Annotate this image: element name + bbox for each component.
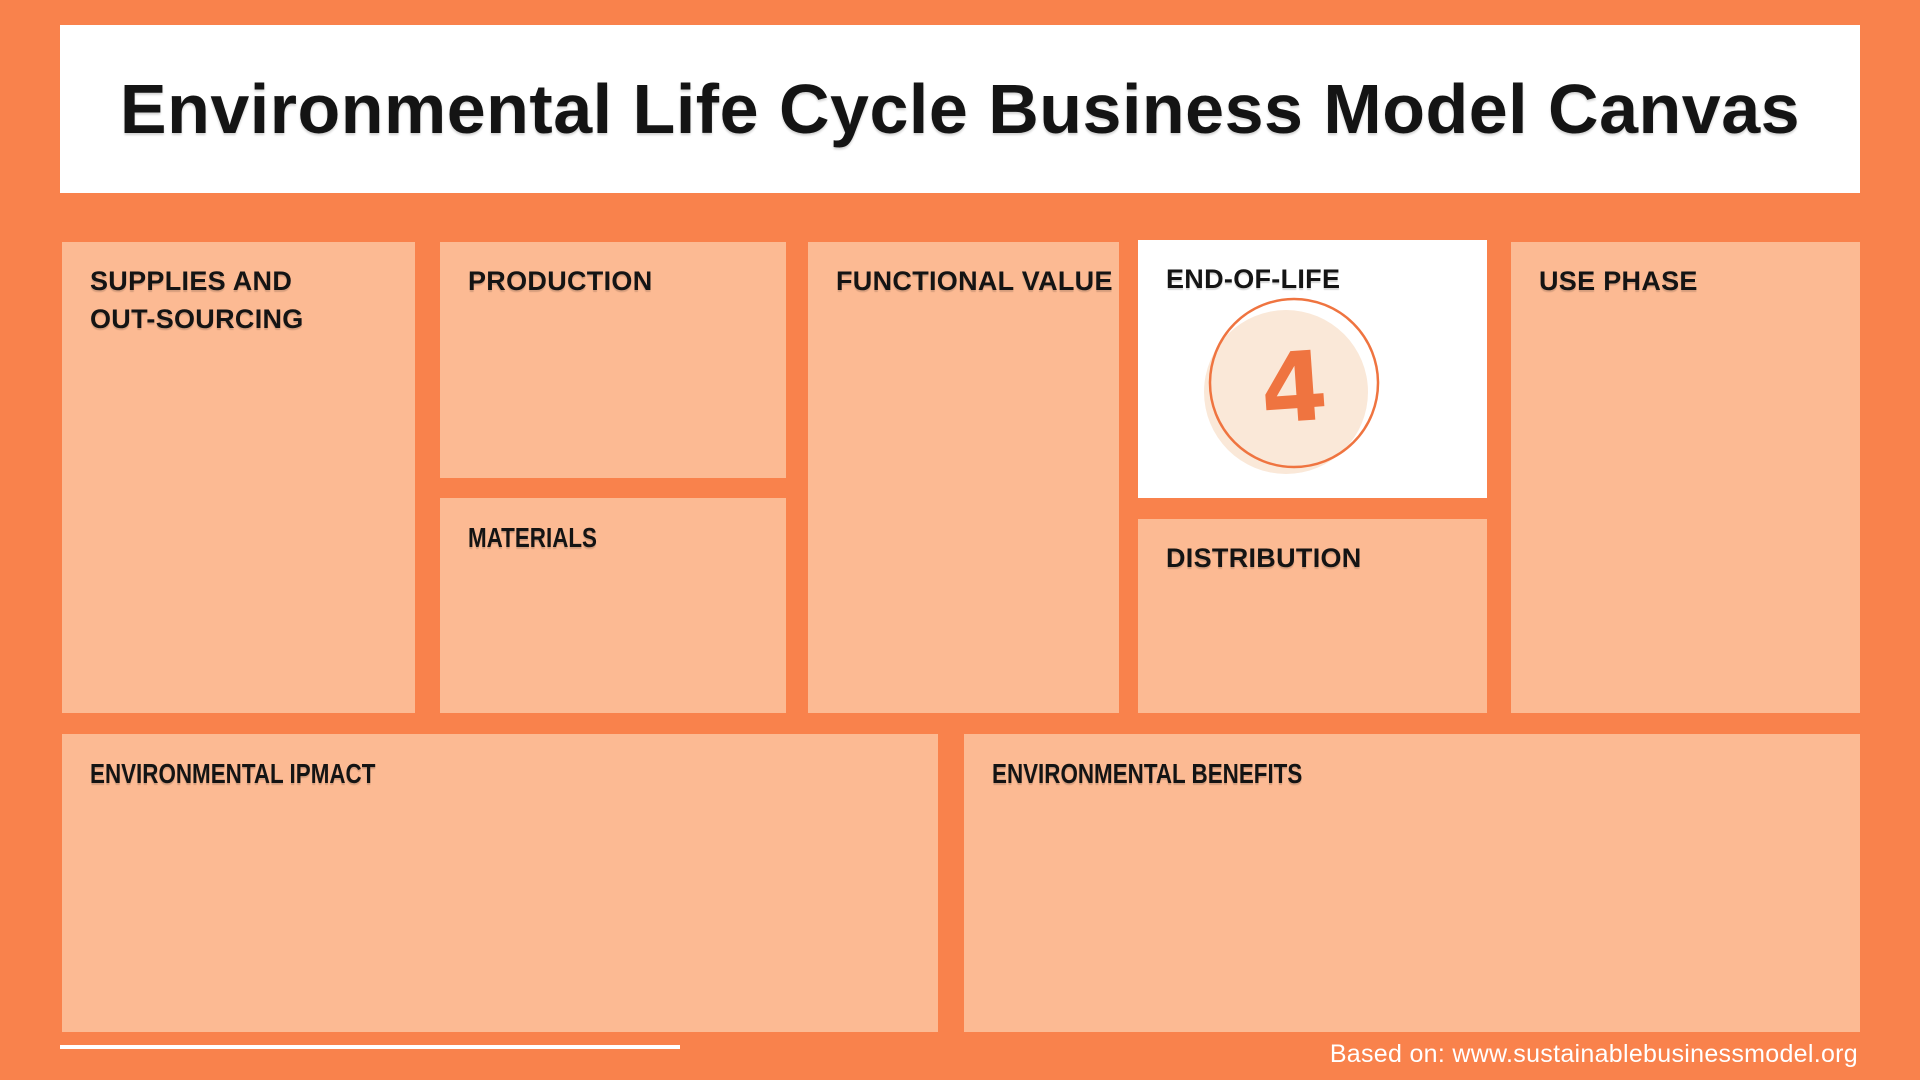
box-end-of-life: END-OF-LIFE 4: [1138, 240, 1487, 498]
box-supplies-and-out-sourcing: SUPPLIES AND OUT-SOURCING: [62, 242, 415, 713]
step-badge-circle-icon: [1204, 297, 1380, 474]
footer-underline: [60, 1045, 680, 1049]
box-label-production: PRODUCTION: [468, 266, 653, 296]
box-label-use-phase: USE PHASE: [1539, 266, 1698, 296]
box-distribution: DISTRIBUTION: [1138, 519, 1487, 713]
box-production: PRODUCTION: [440, 242, 786, 478]
box-environmental-impact: ENVIRONMENTAL IPMACT: [62, 734, 938, 1032]
attribution-text: Based on: www.sustainablebusinessmodel.o…: [1329, 1040, 1858, 1068]
title-bar: Environmental Life Cycle Business Model …: [60, 25, 1860, 193]
box-use-phase: USE PHASE: [1511, 242, 1860, 713]
box-environmental-benefits: ENVIRONMENTAL BENEFITS: [964, 734, 1860, 1032]
box-materials: MATERIALS: [440, 498, 786, 713]
page-title: Environmental Life Cycle Business Model …: [119, 70, 1801, 148]
box-label-environmental-impact: ENVIRONMENTAL IPMACT: [90, 758, 376, 789]
box-label-supplies: SUPPLIES AND OUT-SOURCING: [90, 266, 304, 335]
box-label-environmental-benefits: ENVIRONMENTAL BENEFITS: [992, 758, 1303, 789]
box-label-distribution: DISTRIBUTION: [1166, 543, 1362, 573]
box-label-functional-value: FUNCTIONAL VALUE: [836, 266, 1113, 296]
step-badge-number: 4: [1256, 329, 1332, 447]
step-4-badge: 4: [1194, 284, 1398, 488]
box-label-end-of-life: END-OF-LIFE: [1166, 264, 1341, 294]
box-functional-value: FUNCTIONAL VALUE: [808, 242, 1119, 713]
box-label-materials: MATERIALS: [468, 522, 597, 553]
